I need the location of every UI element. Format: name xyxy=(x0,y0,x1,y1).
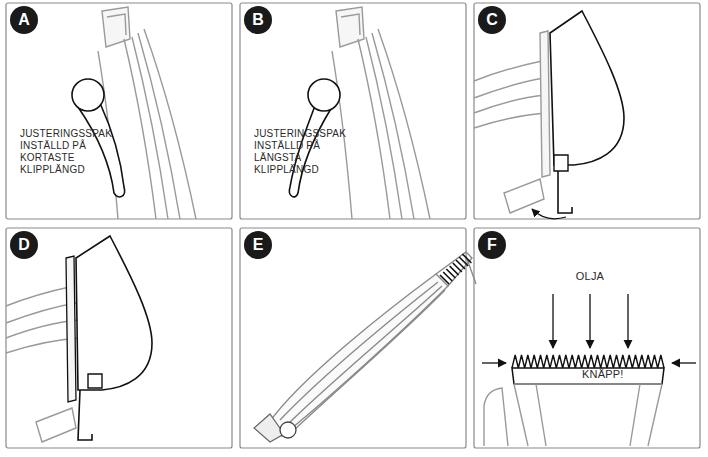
panel-frame xyxy=(6,3,700,448)
oil-text: OLJA xyxy=(560,270,620,282)
comb-snapped xyxy=(6,236,152,442)
clipper-whole xyxy=(254,252,476,442)
comb-attach xyxy=(474,11,624,219)
panel-letter: F xyxy=(487,237,497,253)
panel-badge: D xyxy=(10,231,38,259)
panel-letter: C xyxy=(486,12,498,28)
panel-badge: B xyxy=(244,6,272,34)
caption-text: JUSTERINGSSPAK INSTÄLLD PÅ KORTASTE KLIP… xyxy=(20,128,120,176)
caption-text: JUSTERINGSSPAK INSTÄLLD PÅ LÄNGSTA KLIPP… xyxy=(254,128,354,176)
panel-badge: F xyxy=(478,231,506,259)
panel-letter: D xyxy=(18,237,30,253)
clipper-side-long xyxy=(289,7,430,219)
panel-badge: C xyxy=(478,6,506,34)
clipper-side-short xyxy=(72,7,196,219)
panel-badge: A xyxy=(10,6,38,34)
panel-letter: A xyxy=(18,12,30,28)
panel-badge: E xyxy=(244,231,272,259)
panel-letter: E xyxy=(253,237,264,253)
snap-text: KNÄPP! xyxy=(582,368,652,380)
clipper-front-oil xyxy=(482,294,696,446)
panel-letter: B xyxy=(252,12,264,28)
